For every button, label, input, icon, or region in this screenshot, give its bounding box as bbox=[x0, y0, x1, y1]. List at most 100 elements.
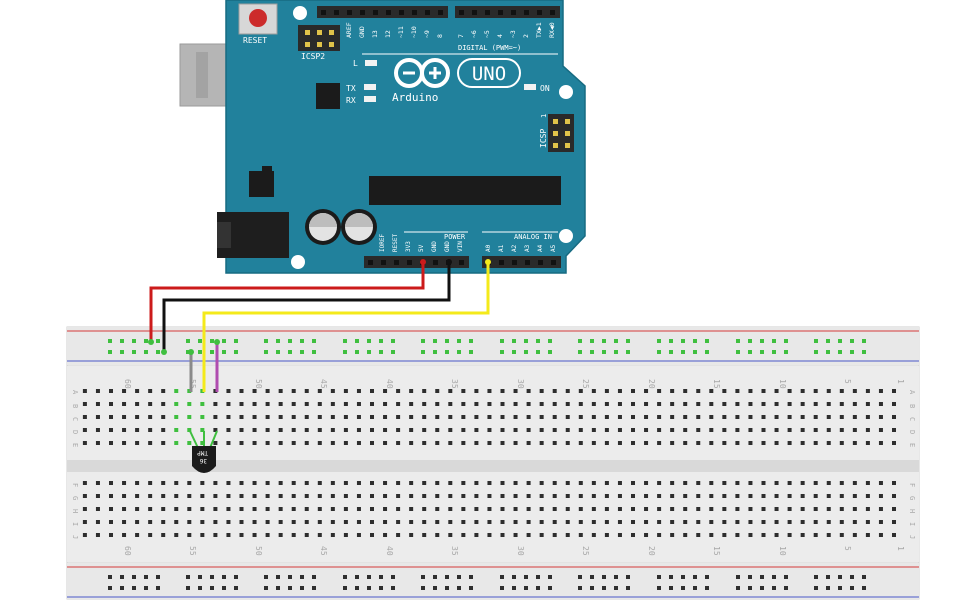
rail-hole bbox=[590, 586, 594, 590]
breadboard-hole bbox=[526, 402, 531, 406]
breadboard-hole bbox=[474, 494, 479, 498]
breadboard-hole bbox=[95, 441, 100, 445]
breadboard-hole bbox=[513, 389, 518, 393]
rail-hole bbox=[120, 586, 124, 590]
breadboard-hole bbox=[122, 507, 127, 511]
breadboard-hole bbox=[435, 533, 440, 537]
breadboard-hole bbox=[304, 402, 309, 406]
breadboard-hole bbox=[409, 533, 414, 537]
breadboard-hole bbox=[422, 428, 427, 432]
breadboard-hole bbox=[278, 481, 283, 485]
breadboard-hole bbox=[370, 507, 374, 511]
breadboard-hole bbox=[448, 507, 453, 511]
breadboard-hole bbox=[122, 389, 127, 393]
breadboard-hole bbox=[644, 441, 649, 445]
rail-hole bbox=[784, 339, 788, 343]
breadboard-hole bbox=[265, 428, 270, 432]
rail-hole bbox=[457, 586, 461, 590]
breadboard-hole bbox=[95, 415, 100, 419]
breadboard-hole bbox=[187, 402, 192, 406]
breadboard-hole bbox=[487, 520, 492, 524]
rail-hole bbox=[760, 339, 764, 343]
rail-hole bbox=[850, 586, 854, 590]
breadboard-hole bbox=[461, 402, 466, 406]
rail-hole bbox=[524, 350, 528, 354]
rail-hole bbox=[681, 575, 685, 579]
breadboard-hole bbox=[317, 389, 322, 393]
breadboard-hole bbox=[735, 428, 740, 432]
breadboard-hole bbox=[852, 428, 857, 432]
breadboard-hole bbox=[839, 428, 844, 432]
breadboard-hole bbox=[578, 415, 583, 419]
breadboard-hole bbox=[343, 520, 348, 524]
breadboard-hole bbox=[278, 494, 283, 498]
breadboard-hole bbox=[892, 389, 896, 393]
digital-header-pin bbox=[373, 10, 378, 15]
breadboard-hole bbox=[291, 533, 296, 537]
breadboard-hole bbox=[696, 441, 701, 445]
breadboard-hole bbox=[356, 494, 361, 498]
column-number-1: 1 bbox=[896, 546, 905, 551]
breadboard-hole bbox=[800, 494, 805, 498]
breadboard-hole bbox=[539, 481, 544, 485]
breadboard-hole bbox=[448, 415, 453, 419]
breadboard-hole bbox=[813, 481, 818, 485]
breadboard-hole bbox=[370, 415, 374, 419]
reset-button-cap bbox=[249, 9, 267, 27]
breadboard-hole bbox=[892, 415, 896, 419]
model-label: UNO bbox=[472, 63, 506, 85]
breadboard-hole bbox=[578, 533, 583, 537]
breadboard-hole bbox=[826, 428, 831, 432]
breadboard-hole bbox=[604, 389, 609, 393]
breadboard-hole bbox=[226, 507, 231, 511]
breadboard-hole bbox=[474, 520, 479, 524]
rail-hole bbox=[500, 350, 504, 354]
rail-hole bbox=[222, 575, 226, 579]
breadboard-hole bbox=[865, 428, 870, 432]
icsp2-header bbox=[298, 25, 340, 51]
breadboard-hole bbox=[552, 520, 557, 524]
breadboard-hole bbox=[787, 533, 792, 537]
breadboard-hole bbox=[709, 533, 714, 537]
breadboard-hole bbox=[448, 428, 453, 432]
breadboard-hole bbox=[396, 520, 401, 524]
rail-hole bbox=[838, 575, 842, 579]
breadboard-hole bbox=[435, 415, 440, 419]
breadboard-hole bbox=[487, 441, 492, 445]
rail-hole bbox=[288, 339, 292, 343]
breadboard-hole bbox=[787, 494, 792, 498]
power-header-body bbox=[364, 256, 469, 268]
digital-pin-label: 2 bbox=[522, 34, 530, 38]
rail-hole bbox=[748, 339, 752, 343]
rail-hole bbox=[838, 350, 842, 354]
breadboard-hole bbox=[617, 520, 622, 524]
breadboard-hole bbox=[631, 494, 635, 498]
breadboard-hole bbox=[839, 507, 844, 511]
rail-hole bbox=[132, 586, 136, 590]
row-letter-g: G bbox=[71, 496, 79, 500]
breadboard-hole bbox=[200, 415, 205, 419]
digital-pin-label: AREF bbox=[345, 22, 353, 38]
breadboard-hole bbox=[500, 415, 505, 419]
rail-hole bbox=[736, 575, 740, 579]
breadboard-hole bbox=[174, 402, 179, 406]
rail-hole bbox=[186, 575, 190, 579]
breadboard-hole bbox=[135, 481, 140, 485]
breadboard-hole bbox=[174, 415, 179, 419]
breadboard-hole bbox=[487, 428, 492, 432]
breadboard-hole bbox=[670, 520, 675, 524]
breadboard-hole bbox=[422, 481, 427, 485]
breadboard-hole bbox=[370, 533, 374, 537]
breadboard-hole bbox=[122, 494, 127, 498]
analog-pin-label: A3 bbox=[524, 244, 531, 252]
breadboard-hole bbox=[330, 415, 335, 419]
breadboard-hole bbox=[878, 533, 883, 537]
breadboard-hole bbox=[852, 520, 857, 524]
breadboard-hole bbox=[813, 494, 818, 498]
breadboard-hole bbox=[383, 441, 388, 445]
breadboard-hole bbox=[82, 481, 87, 485]
breadboard-hole bbox=[683, 428, 688, 432]
breadboard-hole bbox=[565, 441, 570, 445]
breadboard-hole bbox=[278, 507, 283, 511]
digital-header-pin bbox=[334, 10, 339, 15]
